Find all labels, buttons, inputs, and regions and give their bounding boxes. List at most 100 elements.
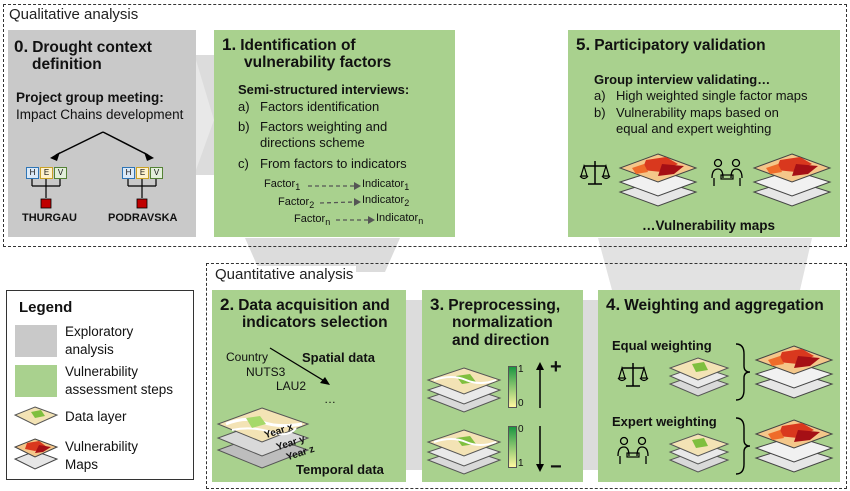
hev-exposure-left: E [40, 167, 53, 179]
step4-number: 4. [606, 295, 621, 314]
region-thurgau: THURGAU [22, 212, 77, 224]
legend: Legend Exploratory analysis Vulnerabilit… [6, 290, 194, 480]
mapping-row-1: Factor1 [264, 178, 301, 193]
vulnerability-map-stack-icon-2 [752, 153, 832, 207]
mapping-indicator-1: Indicator1 [362, 178, 410, 193]
step3-title-line2: normalization [452, 314, 553, 331]
data-layer-stack-bottom [426, 429, 502, 475]
legend-vulnerability-maps-line2: Maps [65, 457, 99, 472]
spatial-data-label: Spatial data [302, 350, 375, 365]
hev-hazard-left: H [26, 167, 39, 179]
scale-top-max: 1 [518, 364, 524, 375]
step4-box: 4.Weighting and aggregation Equal weight… [598, 290, 840, 482]
scale-top-min: 0 [518, 398, 524, 409]
mapping-row-2: Factor2 [278, 196, 315, 211]
step2-title-line2: indicators selection [242, 314, 388, 331]
step5-footer: …Vulnerability maps [642, 218, 776, 233]
level-country: Country [226, 350, 269, 364]
scale-bottom-min: 0 [518, 424, 524, 435]
legend-data-layer-icon [13, 406, 59, 426]
expert-weighting-label: Expert weighting [612, 414, 717, 429]
step1-item-a: a)Factors identification [238, 99, 380, 114]
impact-chain-tree [31, 131, 157, 209]
step5-number: 5. [576, 35, 591, 54]
step0-number: 0. [14, 37, 29, 56]
step2-title-line1: Data acquisition and [238, 297, 390, 314]
step1-subtitle: Semi-structured interviews: [238, 82, 410, 97]
qualitative-frame [3, 4, 847, 247]
scale-bottom-max: 1 [518, 458, 524, 469]
spatial-arrow [269, 347, 330, 385]
level-nuts3: NUTS3 [246, 365, 286, 379]
data-layer-stack-equal [668, 357, 730, 397]
group-meeting-icon-expert [617, 436, 649, 464]
step5-subtitle: Group interview validating… [594, 72, 771, 87]
flow-0-arrow [196, 60, 214, 170]
legend-data-layer-label: Data layer [65, 409, 127, 424]
mapping-indicator-3: Indicatorn [376, 212, 424, 227]
vulnerability-map-expert [754, 419, 834, 473]
step3-number: 3. [430, 295, 445, 314]
step5-item-b: b)Vulnerability maps based on equal and … [594, 105, 779, 136]
step0-meeting-text: Impact Chains development [16, 107, 184, 122]
step1-item-b: b)Factors weighting and directions schem… [238, 119, 388, 150]
step1-box: 1.Identification of vulnerability factor… [214, 30, 455, 237]
step3-title-line3: and direction [452, 332, 550, 349]
step1-title-line2: vulnerability factors [244, 54, 392, 71]
level-more: … [324, 392, 336, 406]
vulnerability-map-equal [754, 345, 834, 399]
scale-bar-top [508, 366, 517, 408]
temporal-layer-stack [216, 407, 310, 469]
legend-exploratory-line1: Exploratory [65, 324, 134, 339]
step4-title: Weighting and aggregation [624, 297, 824, 314]
step2-box: 2.Data acquisition and indicators select… [212, 290, 406, 482]
flow-2-to-3 [406, 300, 422, 470]
direction-minus: − [550, 456, 562, 478]
mapping-row-3: Factorn [294, 213, 331, 228]
mapping-arrows [308, 182, 375, 224]
quantitative-label: Quantitative analysis [212, 266, 357, 283]
level-lau2: LAU2 [276, 379, 307, 393]
legend-swatch-exploratory [15, 325, 57, 357]
hev-hazard-right: H [122, 167, 135, 179]
direction-arrows [536, 362, 544, 472]
hev-vulnerability-right: V [150, 167, 163, 179]
step1-item-c: c)From factors to indicators [238, 156, 407, 171]
step5-title: Participatory validation [594, 37, 766, 54]
legend-title: Legend [19, 299, 73, 316]
step3-box: 3.Preprocessing, normalization and direc… [422, 290, 583, 482]
data-layer-stack-expert [668, 433, 730, 473]
step2-number: 2. [220, 295, 235, 314]
quantitative-frame [206, 263, 847, 489]
direction-plus: + [550, 356, 562, 378]
data-layer-stack-top [426, 367, 502, 413]
step1-number: 1. [222, 35, 237, 54]
mapping-indicator-2: Indicator2 [362, 194, 410, 209]
flow-4-to-5 [598, 238, 812, 290]
equal-weighting-label: Equal weighting [612, 338, 712, 353]
hev-vulnerability-left: V [54, 167, 67, 179]
group-meeting-icon [711, 158, 743, 186]
legend-exploratory-line2: analysis [65, 342, 114, 357]
step1-title-line1: Identification of [240, 37, 356, 54]
qualitative-label: Qualitative analysis [6, 6, 142, 23]
scale-bar-bottom [508, 426, 517, 468]
legend-vulnerability-maps-icon [13, 438, 59, 470]
step3-title-line1: Preprocessing, [448, 297, 561, 314]
step5-item-a: a)High weighted single factor maps [594, 88, 808, 103]
legend-vulnerability-maps-line1: Vulnerability [65, 439, 139, 454]
hev-exposure-right: E [136, 167, 149, 179]
balance-scale-icon-equal [617, 363, 649, 387]
step0-title-line1: Drought context [32, 39, 152, 56]
balance-scale-icon [579, 161, 611, 185]
legend-assessment-line2: assessment steps [65, 382, 174, 397]
legend-assessment-line1: Vulnerability [65, 364, 139, 379]
temporal-data-label: Temporal data [296, 462, 384, 477]
legend-swatch-assessment [15, 365, 57, 397]
flow-3-to-4 [583, 300, 598, 470]
aggregation-braces [735, 343, 751, 475]
step0-box: 0.Drought context definition Project gro… [8, 30, 196, 237]
step0-title-line2: definition [32, 56, 102, 73]
vulnerability-map-stack-icon [618, 153, 698, 207]
region-podravska: PODRAVSKA [108, 212, 178, 224]
